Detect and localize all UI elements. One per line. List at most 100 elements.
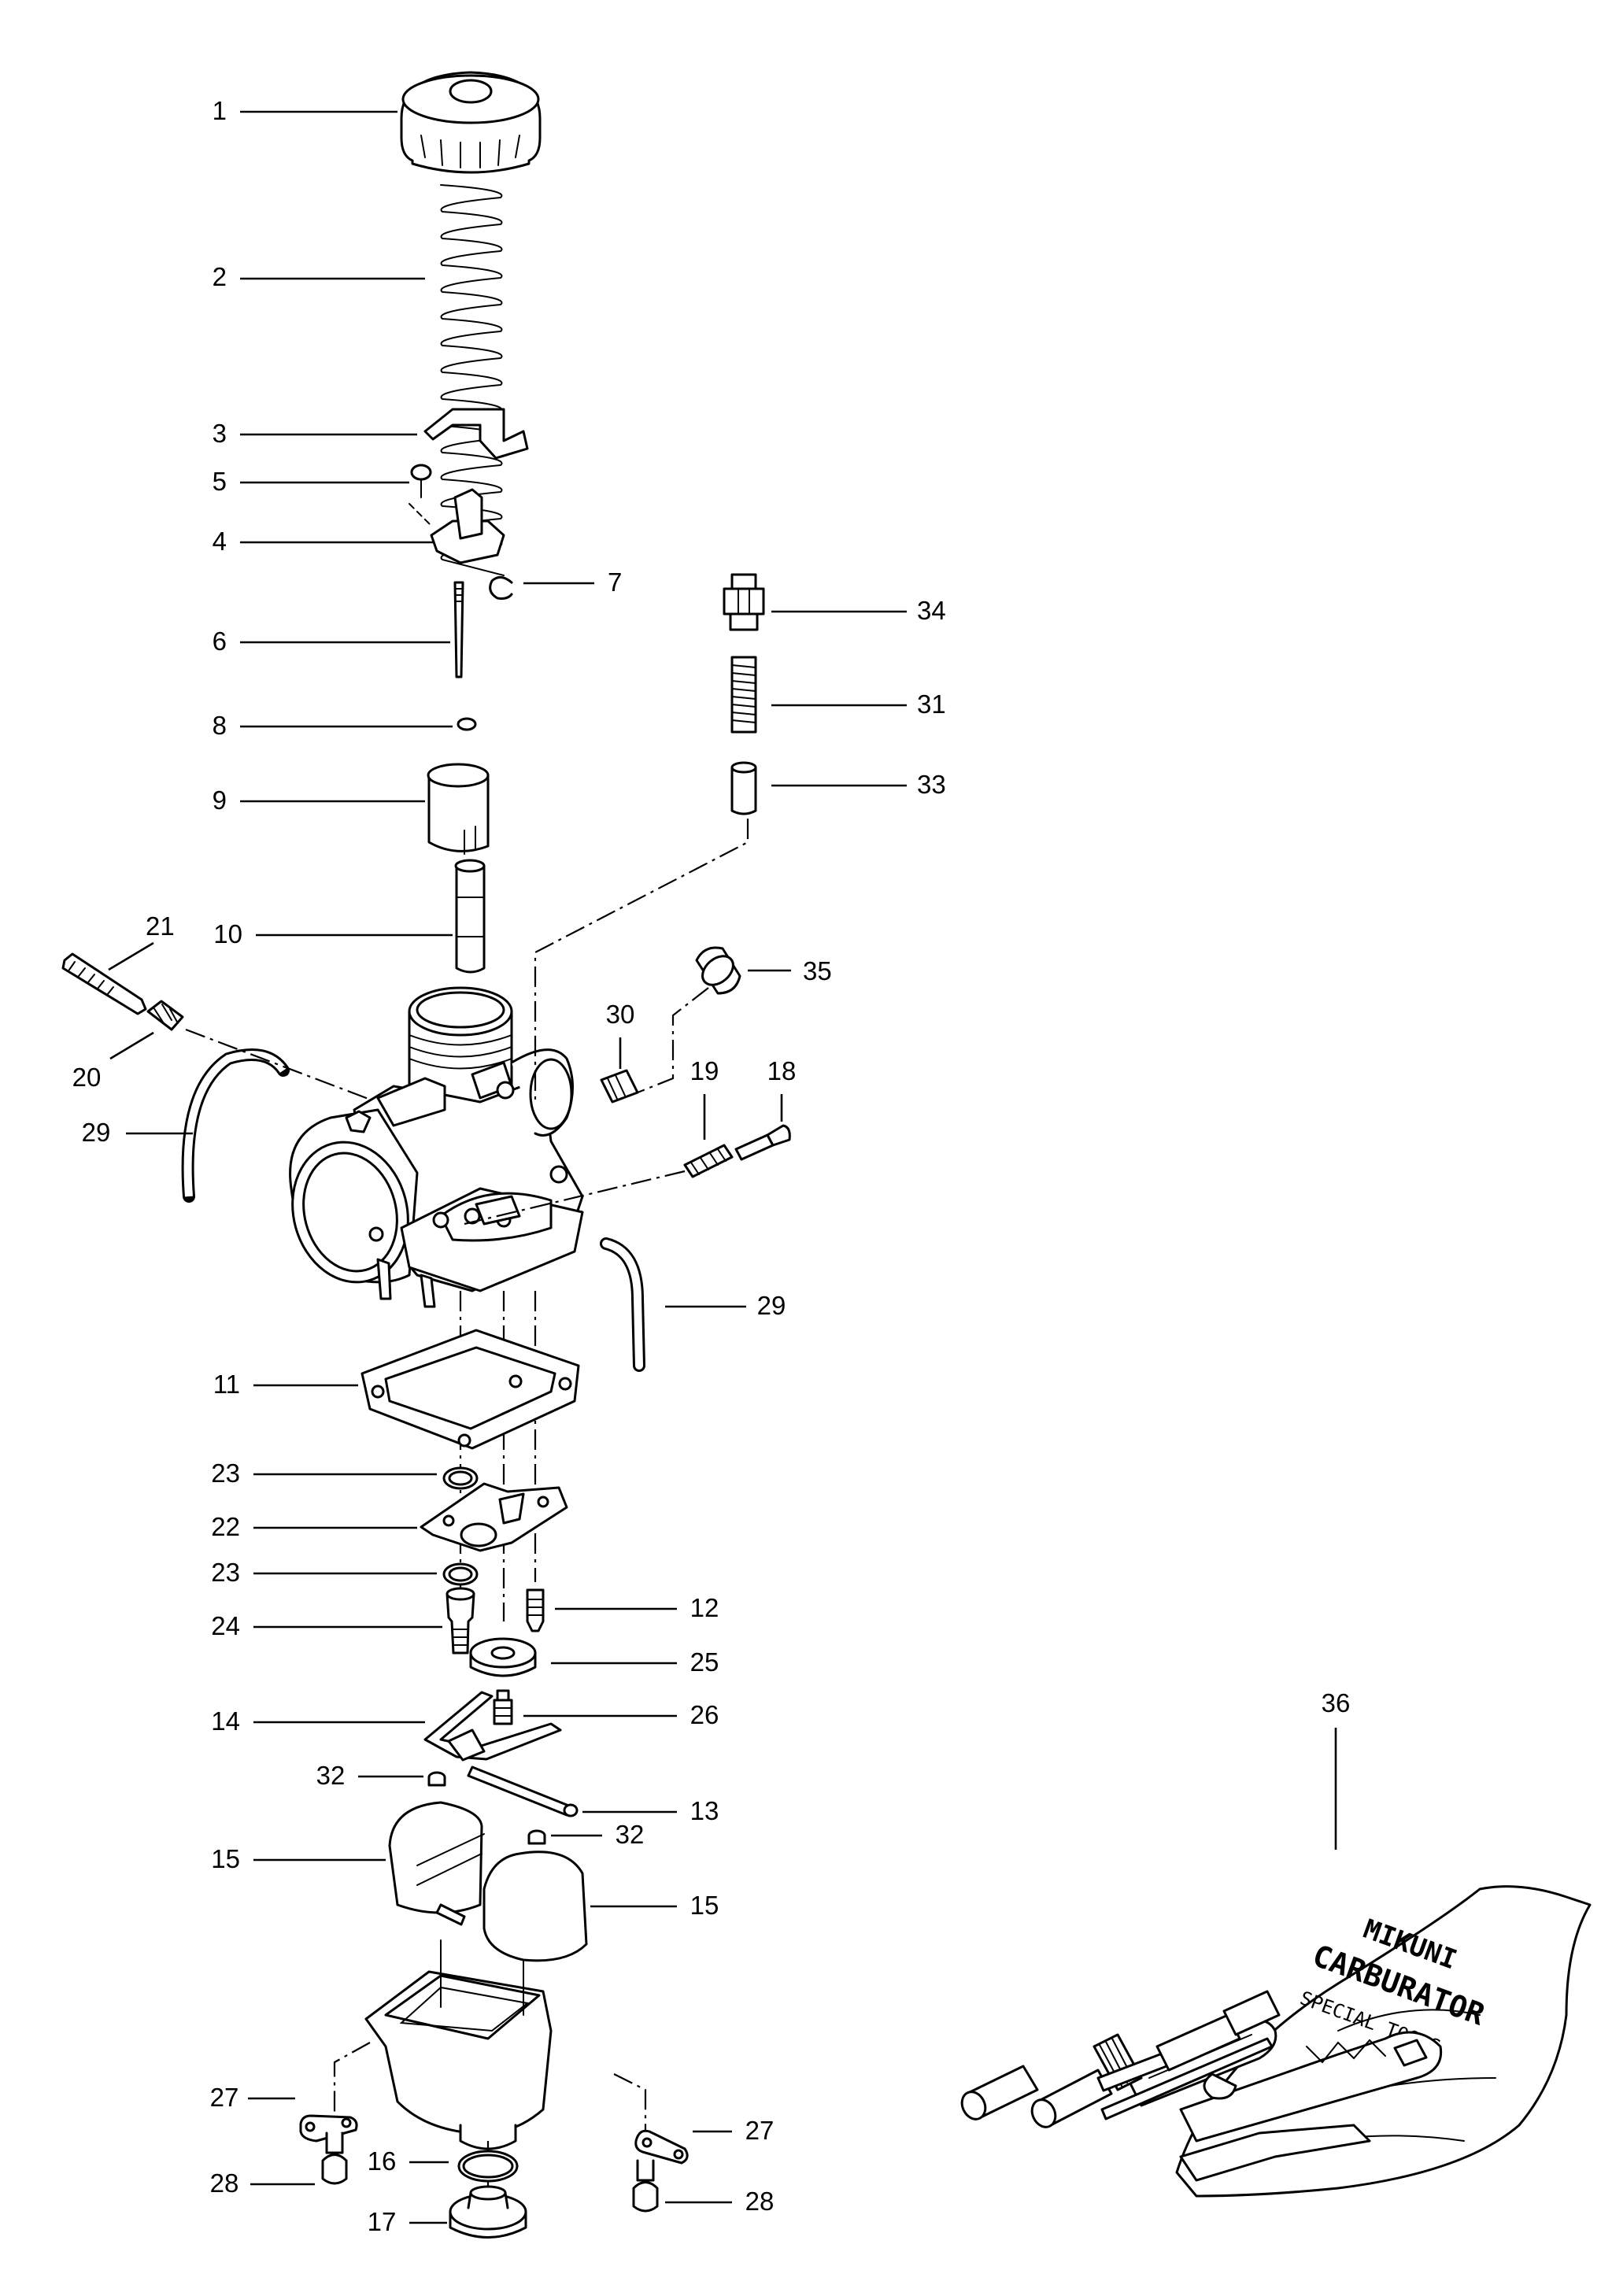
callout-13: 13 [582,1796,719,1825]
assembly-line-cap [637,987,709,1094]
callout-label-24: 24 [211,1611,240,1640]
callout-label-10: 10 [213,919,242,948]
part-36-tool-kit: MIKUNI CARBURATOR SPECIAL TOOLS [960,1885,1592,2198]
callout-18: 18 [767,1056,797,1122]
callout-23a: 23 [211,1459,437,1488]
callout-label-14: 14 [211,1706,240,1736]
callout-label-15a: 15 [211,1844,240,1873]
assembly-line-bracket-right [613,2073,647,2137]
callout-24: 24 [211,1611,442,1640]
callout-label-12: 12 [690,1593,719,1622]
callout-label-19: 19 [690,1056,719,1085]
part-32-plug-left [427,1771,446,1787]
callout-23b: 23 [211,1558,437,1587]
callout-36: 36 [1322,1688,1350,1850]
assembly-line-adjuster [534,819,749,1102]
callout-label-17: 17 [368,2207,397,2236]
part-17-drain-plug [449,2185,527,2239]
part-15-float-right [482,1850,588,1962]
callout-14: 14 [211,1706,425,1736]
part-15-float-left [388,1801,485,1926]
callout-31: 31 [771,690,946,719]
callout-28a: 28 [210,2168,315,2198]
callout-label-28b: 28 [745,2187,775,2216]
part-29-hose-left [181,1048,290,1203]
part-7-clip [489,576,513,600]
part-10-slide-rod [454,859,486,974]
callout-33: 33 [771,770,946,799]
part-27-bracket-left [299,2114,358,2143]
callout-15b: 15 [590,1891,719,1920]
part-12-pilot-jet [526,1588,545,1632]
leader-line-21 [108,941,154,971]
callout-label-26: 26 [690,1700,719,1729]
callout-28b: 28 [665,2187,774,2216]
callout-15a: 15 [211,1844,386,1873]
part-4-needle-plate [409,488,505,564]
callout-label-30: 30 [606,1000,635,1029]
part-11-float-gasket [360,1329,580,1450]
part-23-oring-top [442,1466,479,1490]
callout-label-27a: 27 [210,2083,239,2112]
part-28-screw-left [321,2131,348,2185]
callout-21: 21 [108,911,175,971]
callout-label-5: 5 [213,467,227,496]
part-30-jet [600,1069,639,1104]
callout-30: 30 [606,1000,635,1069]
callout-label-3: 3 [213,419,227,448]
part-19-spring [683,1144,734,1178]
part-24-main-jet [446,1587,475,1655]
callout-32a: 32 [316,1761,423,1790]
callout-label-33: 33 [917,770,946,799]
callout-label-35: 35 [803,956,832,985]
callout-1: 1 [213,96,397,125]
callout-12: 12 [555,1593,719,1622]
callout-label-29b: 29 [757,1291,786,1320]
callout-label-18: 18 [767,1056,797,1085]
leader-line-20 [109,1031,154,1060]
callout-label-13: 13 [690,1796,719,1825]
part-20-spring [146,1000,184,1031]
part-13-pin [467,1765,579,1817]
part-18-screw [734,1124,791,1161]
part-26-needle-valve [493,1689,513,1725]
callout-11: 11 [213,1370,358,1399]
part-14-float-arm [423,1691,562,1762]
callout-5: 5 [213,467,409,496]
assembly-line-bracket-left [333,2042,371,2125]
callout-34: 34 [771,596,946,625]
callout-22: 22 [211,1512,417,1541]
part-31-adjuster-spring [730,656,757,734]
callout-label-21: 21 [146,911,175,941]
callout-17: 17 [368,2207,447,2236]
part-1-top-cap [400,71,542,174]
part-6-needle [453,581,464,678]
callout-label-15b: 15 [690,1891,719,1920]
assembly-line-air-screw [185,1028,398,1111]
callout-20: 20 [72,1031,154,1092]
callout-29a: 29 [82,1118,193,1147]
callout-label-8: 8 [213,711,227,740]
assembly-line-pilot-screw [464,1170,686,1226]
callout-7: 7 [523,568,622,597]
callout-label-6: 6 [213,627,227,656]
callout-27a: 27 [210,2083,295,2112]
callout-label-2: 2 [213,262,227,291]
part-32-plug-right [527,1829,546,1845]
float-bowl [364,1939,553,2150]
callout-label-4: 4 [213,527,227,556]
callout-label-11: 11 [213,1370,240,1399]
callout-27b: 27 [693,2116,774,2145]
callout-label-22: 22 [211,1512,240,1541]
part-28-screw-right [632,2159,659,2213]
callout-label-28a: 28 [210,2168,239,2198]
part-27-bracket-right [634,2129,689,2165]
callout-9: 9 [213,786,425,815]
callout-label-1: 1 [213,96,227,125]
callout-10: 10 [213,919,453,948]
callout-26: 26 [523,1700,719,1729]
callout-3: 3 [213,419,417,448]
